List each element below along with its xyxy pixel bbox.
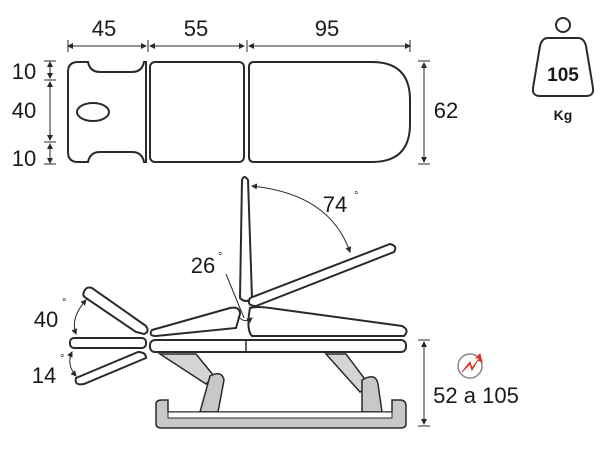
angle-head-up-degree: ° bbox=[62, 297, 66, 309]
height-label-top: 10 bbox=[12, 59, 36, 84]
angle-backrest-value: 74 bbox=[323, 192, 347, 217]
width-label-back: 95 bbox=[315, 16, 339, 41]
weight-badge: 105 Kg bbox=[531, 17, 595, 123]
width-label-seat: 55 bbox=[184, 16, 208, 41]
top-width-dims: 45 55 95 bbox=[67, 16, 411, 52]
angle-head-up-value: 40 bbox=[34, 307, 58, 332]
width-label-head: 45 bbox=[92, 16, 116, 41]
total-width-label: 62 bbox=[434, 98, 458, 123]
back-section bbox=[248, 61, 411, 163]
side-view: 74 ° 26 ° 40 ° 14 ° bbox=[32, 176, 519, 429]
face-hole bbox=[76, 102, 110, 122]
height-label-bottom: 10 bbox=[12, 146, 36, 171]
angle-leg-value: 26 bbox=[191, 253, 215, 278]
weight-unit: Kg bbox=[554, 107, 573, 123]
seat-cushion-inclined bbox=[149, 306, 242, 338]
head-section-lowered bbox=[74, 350, 148, 386]
backrest-inclined bbox=[247, 242, 397, 308]
angle-head-down-degree: ° bbox=[60, 353, 64, 365]
weight-value: 105 bbox=[547, 65, 579, 86]
lift-arm-left bbox=[157, 353, 216, 385]
main-platform bbox=[149, 339, 407, 353]
electric-motor-icon bbox=[457, 353, 483, 379]
angle-backrest-degree: ° bbox=[354, 190, 358, 202]
lift-leg-right bbox=[361, 376, 383, 413]
lift-leg-left bbox=[199, 373, 225, 413]
head-section-flat bbox=[69, 337, 147, 349]
top-height-dims: 10 40 10 62 bbox=[12, 59, 458, 171]
head-section-raised bbox=[82, 286, 149, 336]
weight-icon bbox=[531, 37, 595, 97]
height-range-label: 52 a 105 bbox=[433, 383, 519, 408]
seat-section bbox=[149, 61, 245, 163]
top-view-table bbox=[67, 61, 411, 163]
height-label-middle: 40 bbox=[12, 98, 36, 123]
angle-leg-degree: ° bbox=[218, 251, 222, 263]
backrest-raised bbox=[238, 176, 254, 302]
angle-head-down-value: 14 bbox=[32, 363, 56, 388]
back-cushion-flat bbox=[247, 306, 408, 337]
